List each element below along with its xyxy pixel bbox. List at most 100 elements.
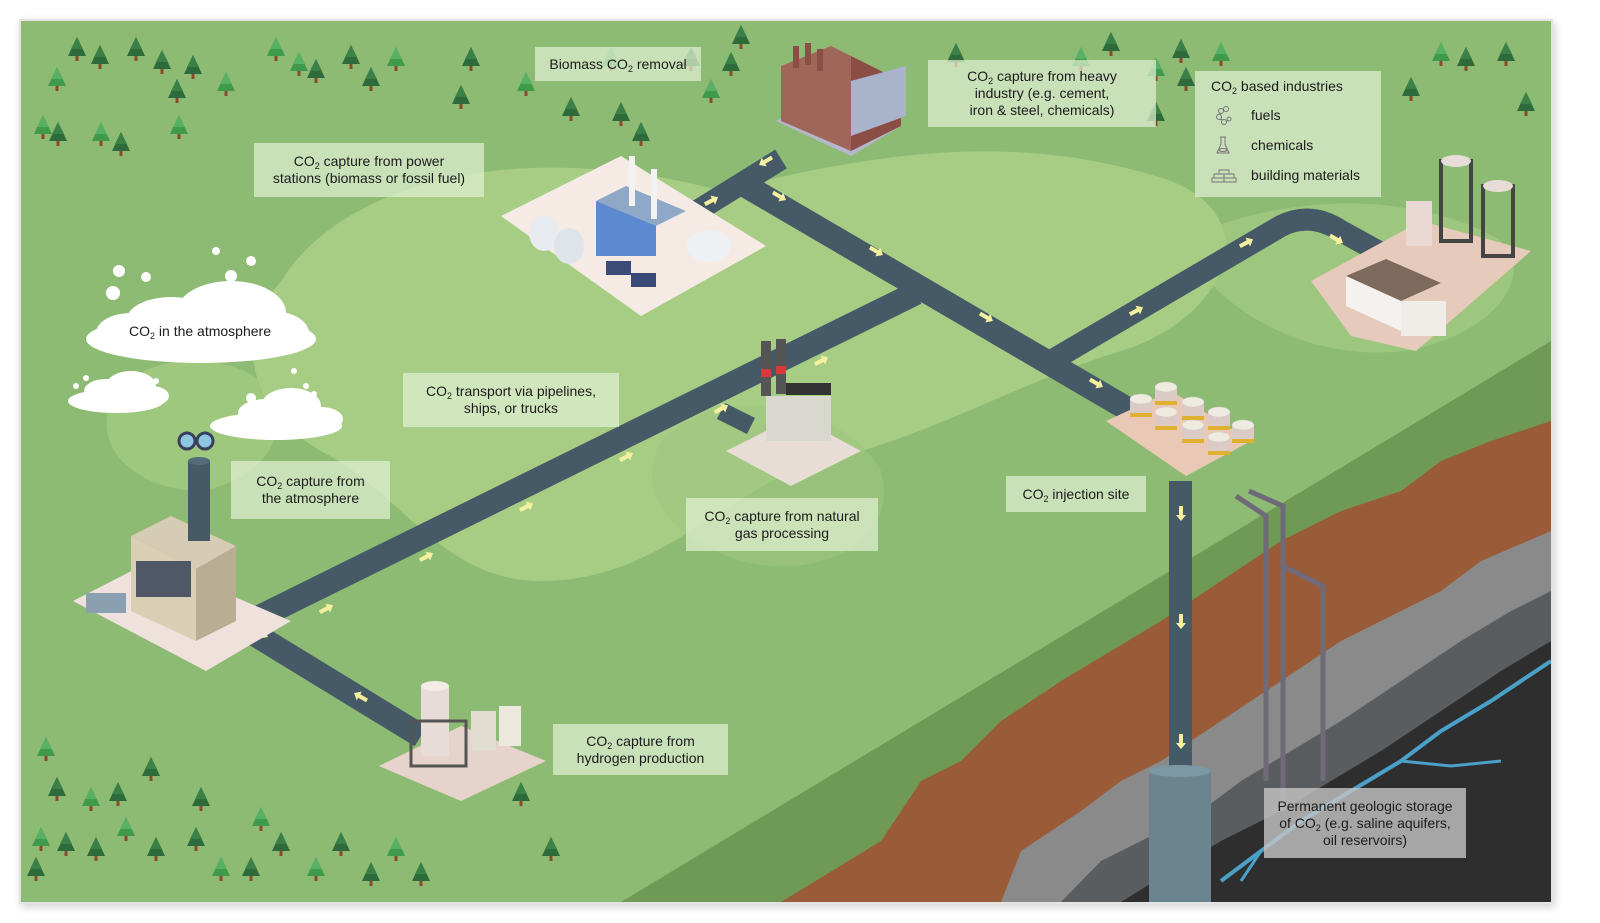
tree-icon [517,72,535,96]
cloud-bubble [113,265,125,277]
tree-icon [362,67,380,91]
intake-column [188,461,210,541]
tree-icon [1102,32,1120,56]
flow-arrow-icon [703,195,719,207]
injection-pipe [1169,481,1192,781]
underground-section [621,341,1551,902]
chimney [805,43,811,65]
label-co2-industries: CO2 based industries fuels chemicals bui… [1195,71,1381,197]
tree-icon [1457,47,1475,71]
tree-icon [87,837,105,861]
tree-icon [82,787,100,811]
smokestack-band [776,366,786,374]
tree-icon [27,857,45,881]
injection-tank-farm [1106,381,1255,476]
tree-icon [612,102,630,126]
heavy-industry-plant [776,43,906,156]
tree-icon [722,52,740,76]
flow-arrow-icon [713,403,729,415]
tree-icon [632,122,650,146]
storage-tank [1129,393,1153,417]
cloud-bubble [246,256,256,266]
cloud-large [86,281,316,363]
processing-unit [499,706,521,746]
tree-icon [109,782,127,806]
well-pipe [1234,493,1269,781]
tree-icon [112,132,130,156]
storage-tank [687,230,731,262]
flow-arrow-icon [813,355,829,367]
flow-arrow-icon [1328,233,1343,245]
label-biomass-removal: Biomass CO2 removal [535,47,701,81]
label-co2-in-atmosphere: CO2 in the atmosphere [129,323,271,341]
warehouse [851,66,906,136]
fan-icon [177,431,197,451]
label-natural-gas: CO2 capture from natural gas processing [686,498,878,551]
tree-icon [387,47,405,71]
pipeline-to-gas-plant [716,402,756,435]
tree-icon [452,85,470,109]
cloud-bubble [225,270,237,282]
cooling-tower [554,228,584,264]
label-transport: CO2 transport via pipelines, ships, or t… [403,373,619,427]
diagram-frame: Biomass CO2 removal CO2 capture from hea… [19,19,1553,904]
tree-icon [147,837,165,861]
reactor-vessel-top [421,681,449,691]
flow-arrow-icon [868,245,883,257]
intake-column-top [188,457,210,465]
storage-tank [1207,406,1231,430]
flow-arrow-icon [418,551,434,563]
tree-icon [187,827,205,851]
cloud-bubble [246,393,256,403]
storage-tank [1207,431,1231,455]
grass-light-patch [253,151,1226,581]
tree-icon [217,72,235,96]
tree-icon [127,37,145,61]
tree-icon [153,50,171,74]
smokestack [761,341,771,396]
tree-icon [212,857,230,881]
pipeline-main-diagonal [235,282,922,637]
tree-icon [252,807,270,831]
tree-icon [1432,42,1450,66]
natural-gas-plant [726,339,861,486]
tree-icon [184,55,202,79]
transformer [606,261,631,275]
storage-tank [1181,396,1205,420]
tree-icon [34,115,52,139]
tree-icon [168,79,186,103]
factory-wall [1346,276,1401,331]
flow-arrow-icon [1128,305,1144,317]
tree-icon [307,857,325,881]
tree-icon [332,832,350,856]
factory-roof [1346,259,1441,301]
bricks-icon [1211,169,1237,182]
tree-icon [412,862,430,886]
cloud-bubble [303,383,309,389]
well-pipe [1281,563,1326,781]
industry-item-fuels: fuels [1211,105,1281,126]
storage-silo [1406,201,1432,246]
label-power-stations: CO2 capture from power stations (biomass… [254,143,484,197]
vent-ducts [86,593,126,613]
cloud-bubble [311,391,317,397]
tower-dome [1441,155,1471,167]
industry-label: chemicals [1251,137,1314,153]
cloud-bubble [241,408,247,414]
label-injection-site: CO2 injection site [1006,476,1146,512]
cloud-small-left [68,371,169,413]
smokestack-band [761,369,771,377]
transformer [631,273,656,287]
cloud-bubble [153,378,159,384]
tree-icon [170,115,188,139]
cloud-bubble [83,375,89,381]
tree-icon [387,837,405,861]
flow-arrow-icon [1176,734,1186,749]
fan-icon [195,431,215,451]
tree-icon [242,857,260,881]
label-geologic-storage: Permanent geologic storage of CO2 (e.g. … [1264,788,1466,858]
tree-icon [362,862,380,886]
tree-icon [562,97,580,121]
tree-icon [49,122,67,146]
label-hydrogen: CO2 capture from hydrogen production [553,724,728,775]
